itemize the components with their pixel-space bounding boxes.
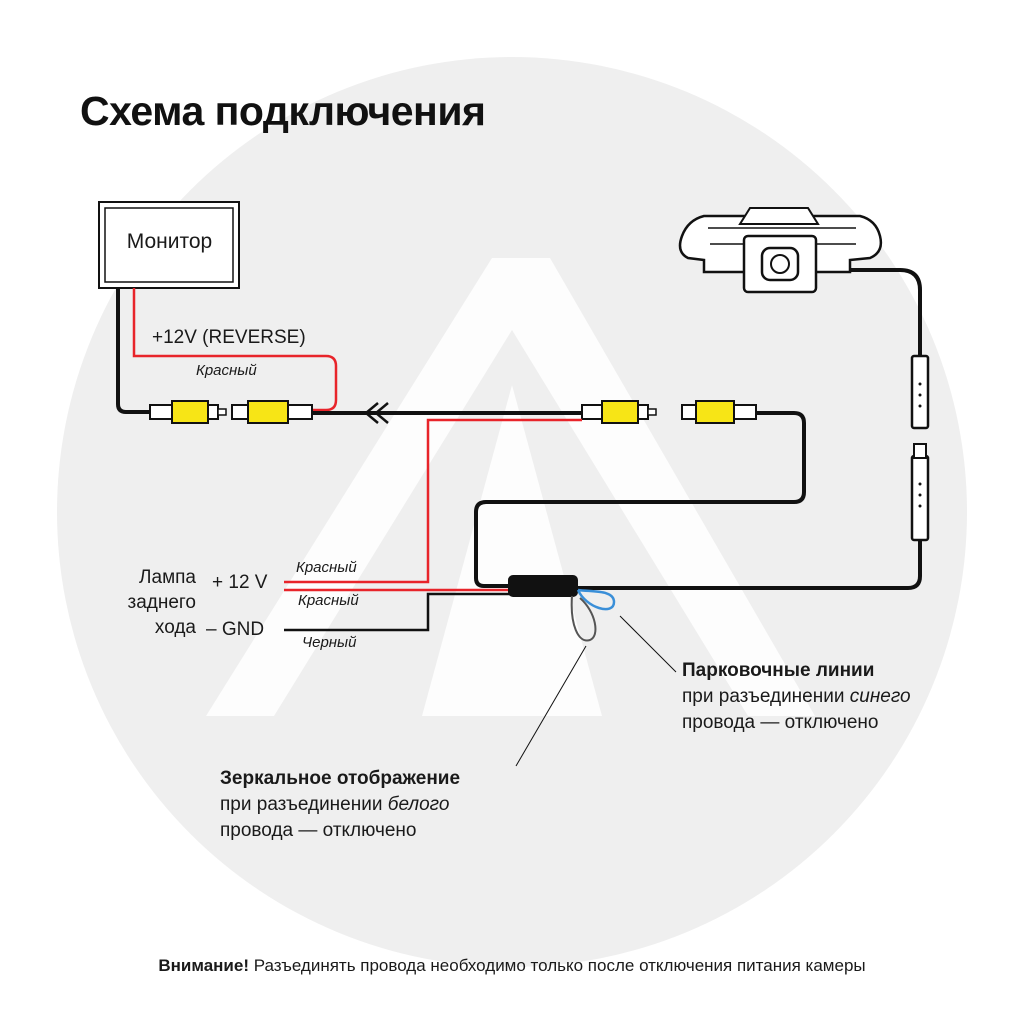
lamp-label-line: заднего [127, 592, 196, 613]
rca-connector-3 [581, 400, 657, 424]
mirror-text-em: белого [387, 794, 450, 815]
parking-lines-text-before: при разъединении [682, 686, 845, 707]
wire-camera-top [820, 268, 922, 356]
leader-mirror [515, 645, 587, 767]
parking-lines-heading: Парковочные линии [682, 660, 875, 681]
splitter-block [508, 575, 578, 597]
camera-connector-male [910, 443, 930, 542]
rca-connector-2 [231, 400, 313, 424]
reverse-power-label: +12V (REVERSE) [152, 327, 306, 348]
lamp-wire-plus-1-label: Красный [296, 559, 357, 576]
wire-white-loop [570, 595, 597, 642]
leader-parking-lines [619, 615, 677, 673]
footer-warning-label: Внимание! [158, 956, 249, 975]
lamp-label: Лампа заднего хода [96, 565, 196, 640]
camera-connector-female [910, 354, 930, 430]
wire-blue-loop [576, 588, 616, 611]
mirror-text-before: при разъединении [220, 794, 383, 815]
wire-loop-black [474, 411, 806, 588]
camera-icon [678, 207, 883, 294]
lamp-wire-gnd-label: Черный [302, 634, 357, 651]
wire-lamp-gnd [284, 592, 510, 632]
lamp-wire-plus-2-label: Красный [298, 592, 359, 609]
wire-camera-black [578, 540, 922, 590]
lamp-label-line: Лампа [139, 567, 196, 588]
monitor-label: Монитор [126, 230, 213, 253]
mirror-heading: Зеркальное отображение [220, 768, 461, 789]
rca-connector-4 [681, 400, 757, 424]
parking-lines-note: Парковочные линии при разъединении синег… [682, 658, 911, 736]
parking-lines-text-em: синего [849, 686, 911, 707]
lamp-plus-label: + 12 V [212, 572, 268, 593]
wire-monitor-black [116, 288, 150, 414]
parking-lines-text: при разъединении синего [682, 684, 911, 710]
background-logo [206, 258, 815, 716]
mirror-text: при разъединении белого [220, 792, 460, 818]
parking-lines-text-after: провода — отключено [682, 712, 879, 733]
wire-monitor-red [132, 288, 338, 412]
mirror-note: Зеркальное отображение при разъединении … [220, 766, 460, 844]
page-title: Схема подключения [80, 88, 486, 134]
wire-break-chevron-icon [364, 402, 389, 424]
rca-connector-1 [149, 400, 227, 424]
lamp-gnd-label: – GND [206, 619, 265, 640]
footer-warning: Внимание! Разъединять провода необходимо… [0, 956, 1024, 976]
monitor-screen-border [104, 207, 234, 283]
mirror-text-after: провода — отключено [220, 820, 417, 841]
monitor-box [98, 201, 240, 289]
wire-lamp-red-up [284, 418, 582, 584]
reverse-wire-color-label: Красный [196, 362, 257, 379]
lamp-label-line: хода [154, 617, 196, 638]
footer-warning-text: Разъединять провода необходимо только по… [253, 956, 866, 975]
